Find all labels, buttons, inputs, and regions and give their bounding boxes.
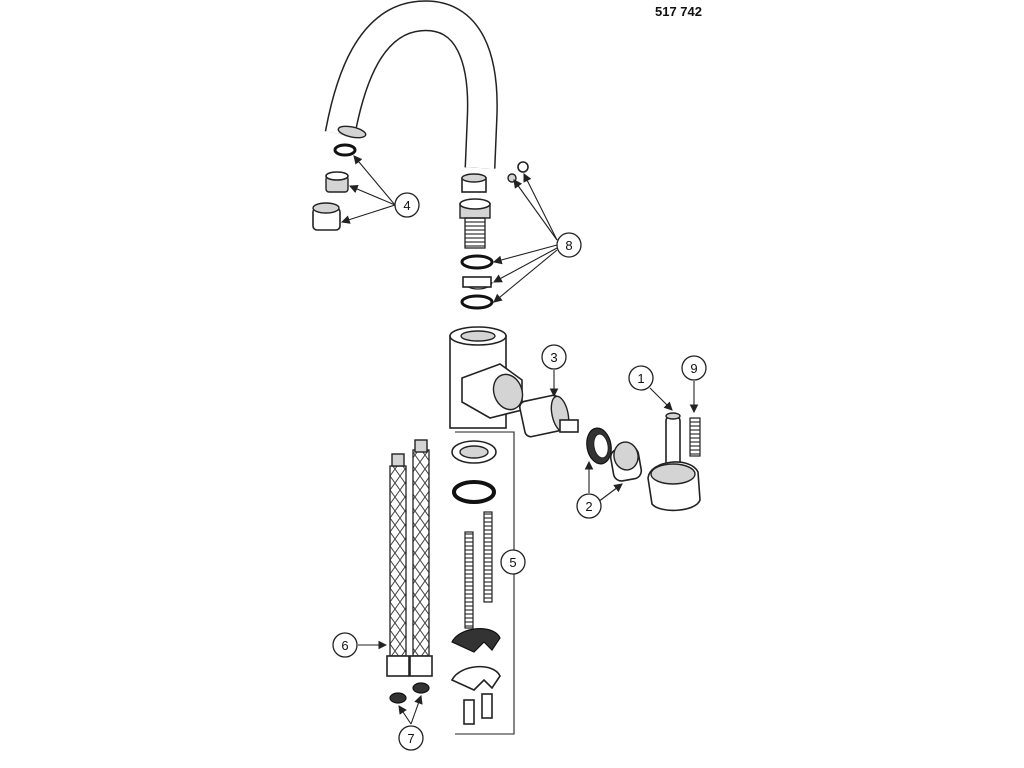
cartridge [519, 394, 579, 438]
flexible-hoses [386, 439, 433, 704]
spout [324, 0, 498, 169]
callout-2: 2 [576, 493, 602, 519]
mounting-kit [450, 431, 515, 735]
callout-3: 3 [541, 344, 567, 370]
svg-text:9: 9 [690, 361, 697, 376]
svg-text:6: 6 [341, 638, 348, 653]
svg-text:5: 5 [509, 555, 516, 570]
svg-text:3: 3 [550, 350, 557, 365]
callout-6: 6 [332, 632, 358, 658]
svg-text:4: 4 [403, 198, 410, 213]
callout-4: 4 [394, 192, 420, 218]
callout-7: 7 [398, 725, 424, 751]
svg-text:1: 1 [637, 371, 644, 386]
callout-5: 5 [500, 549, 526, 575]
leader-lines [340, 155, 699, 725]
cartridge-nut-and-cover [586, 427, 643, 482]
callout-8: 8 [556, 232, 582, 258]
aerator-parts [312, 143, 357, 231]
svg-text:7: 7 [407, 731, 414, 746]
callout-9: 9 [681, 355, 707, 381]
svg-text:2: 2 [585, 499, 592, 514]
spout-connection-parts [459, 161, 529, 310]
product-code: 517 742 [655, 4, 702, 19]
lever-handle [647, 412, 701, 512]
tap-body [449, 326, 524, 429]
callout-1: 1 [628, 365, 654, 391]
svg-text:8: 8 [565, 238, 572, 253]
